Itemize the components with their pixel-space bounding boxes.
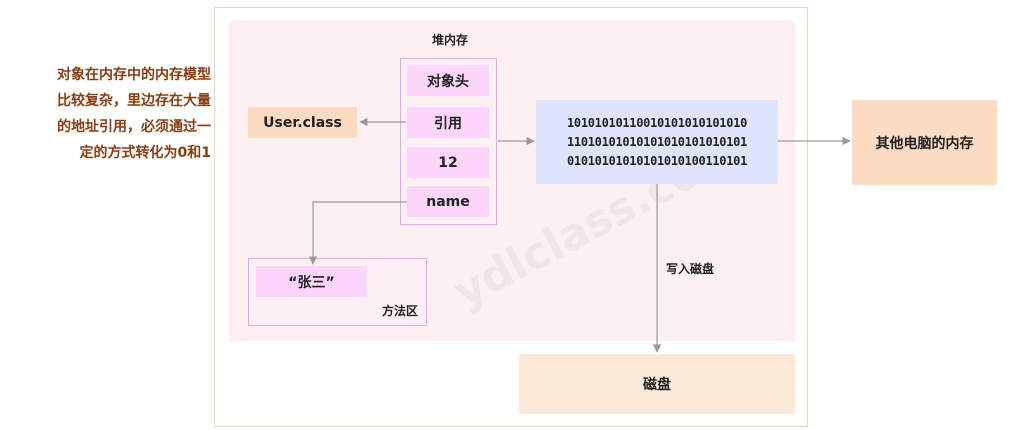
string-value-box: “张三” <box>256 266 367 297</box>
arrow-to-string-value <box>308 201 407 265</box>
binary-line: 01010101010101010100110101 <box>566 153 748 168</box>
side-note-line: 的地址引用，必须通过一 <box>57 119 211 135</box>
side-note-line: 对象在内存中的内存模型 <box>57 67 211 83</box>
binary-line: 10101010110010101010101010 <box>566 115 748 130</box>
disk-box: 磁盘 <box>519 354 795 414</box>
write-to-disk-label: 写入磁盘 <box>666 262 715 276</box>
side-note: 对象在内存中的内存模型 比较复杂，里边存在大量 的地址引用，必须通过一 定的方式… <box>6 62 211 166</box>
cell-reference: 引用 <box>407 107 489 138</box>
other-computer-memory-box: 其他电脑的内存 <box>852 100 997 185</box>
heap-title: 堆内存 <box>431 33 468 47</box>
binary-box: 10101010110010101010101010 1101010101010… <box>536 100 778 184</box>
cell-number: 12 <box>407 147 489 178</box>
cell-name: name <box>407 186 489 217</box>
user-class-box: User.class <box>248 107 357 138</box>
side-note-line: 定的方式转化为0和1 <box>79 145 211 161</box>
cell-object-header: 对象头 <box>407 65 489 96</box>
side-note-line: 比较复杂，里边存在大量 <box>57 93 211 109</box>
method-area-label: 方法区 <box>381 304 418 318</box>
binary-line: 11010101010101010101010101 <box>566 134 748 149</box>
